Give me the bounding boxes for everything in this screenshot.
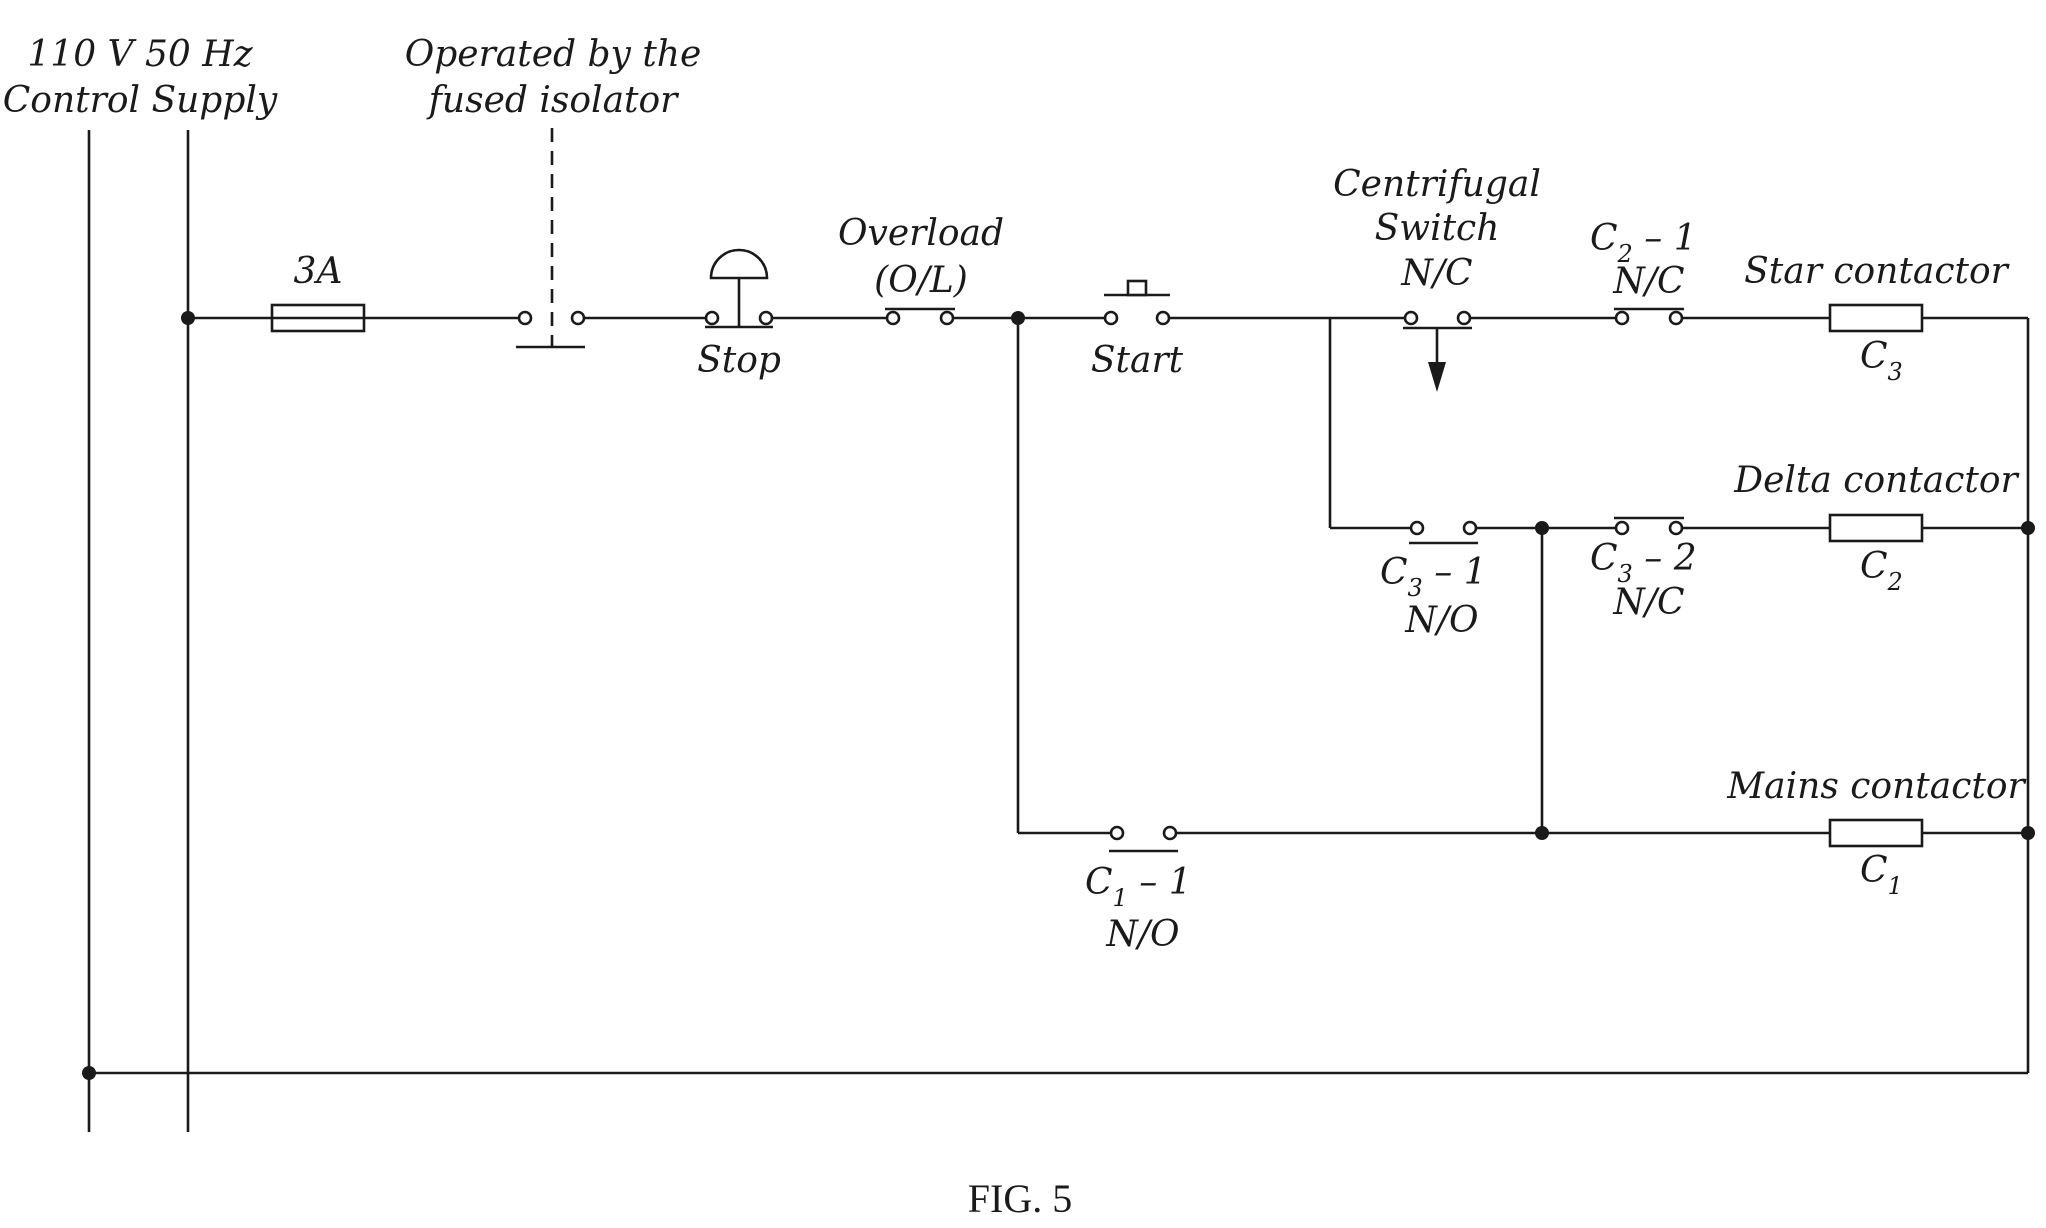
c2-1-contact	[1614, 307, 1684, 326]
c1-1-label: C1 – 1	[1085, 862, 1192, 912]
overload-label-line2: (O/L)	[874, 260, 968, 301]
star-contactor-label: Star contactor	[1744, 251, 2009, 292]
junction-node	[2021, 521, 2035, 535]
top-rung: 3A Stop Overload (O/L)	[188, 128, 2028, 392]
isolator-contact	[516, 128, 586, 349]
junction-node	[82, 1066, 96, 1080]
junction-node	[1535, 826, 1549, 840]
c3-1-contact	[1409, 520, 1478, 545]
c3-2-label: C3 – 2	[1590, 538, 1697, 588]
star-coil-id-label: C3	[1860, 336, 1903, 386]
junction-node	[181, 311, 195, 325]
centrifugal-label-line2: Switch	[1375, 208, 1500, 249]
middle-rung: C3 – 1 N/O C3 – 2 N/C Delta contactor C2	[1328, 318, 2035, 641]
mains-coil-id-label: C1	[1860, 850, 1903, 900]
fuse-3a	[270, 303, 366, 333]
start-button	[1103, 279, 1171, 326]
c1-1-type-label: N/O	[1105, 914, 1179, 955]
isolator-label-line1: Operated by the	[405, 34, 702, 75]
mains-contactor-coil	[1828, 818, 1924, 848]
stop-button	[704, 248, 774, 329]
stop-label: Stop	[697, 340, 781, 381]
fuse-rating-label: 3A	[294, 251, 343, 292]
centrifugal-switch	[1403, 310, 1472, 392]
mains-contactor-label: Mains contactor	[1726, 766, 2026, 807]
supply-label-line1: 110 V 50 Hz	[27, 34, 253, 75]
centrifugal-label-line3: N/C	[1400, 253, 1472, 294]
junction-node	[2021, 826, 2035, 840]
c1-1-contact	[1109, 825, 1178, 853]
c2-1-type-label: N/C	[1612, 261, 1684, 302]
c3-2-contact	[1614, 516, 1684, 536]
delta-contactor-label: Delta contactor	[1733, 460, 2019, 501]
figure-caption: FIG. 5	[968, 1176, 1072, 1221]
bottom-rung: C1 – 1 N/O Mains contactor C1	[1016, 318, 2035, 955]
overload-contact	[885, 307, 955, 326]
c3-1-type-label: N/O	[1404, 600, 1478, 641]
delta-coil-id-label: C2	[1860, 546, 1903, 596]
supply-label-line2: Control Supply	[3, 80, 278, 121]
start-label: Start	[1091, 340, 1184, 381]
overload-label-line1: Overload	[838, 213, 1004, 254]
c2-1-label: C2 – 1	[1590, 218, 1697, 268]
c3-2-type-label: N/C	[1612, 582, 1684, 623]
centrifugal-label-line1: Centrifugal	[1333, 164, 1541, 205]
isolator-label-line2: fused isolator	[426, 80, 680, 121]
delta-contactor-coil	[1828, 513, 1924, 543]
star-contactor-coil	[1828, 303, 1924, 333]
c3-1-label: C3 – 1	[1380, 552, 1487, 602]
